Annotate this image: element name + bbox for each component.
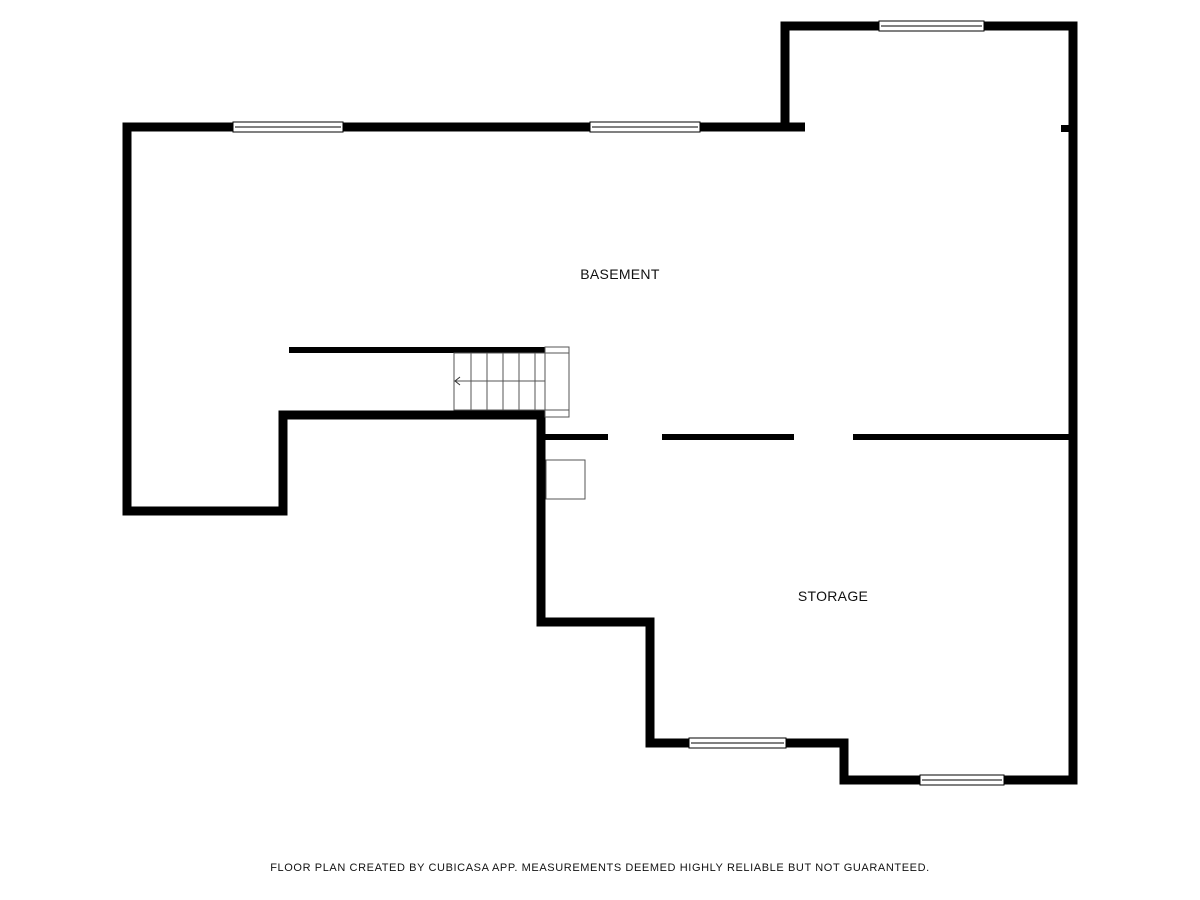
room-label-storage: STORAGE [798,588,868,604]
basement-outer-wall [122,21,1078,785]
storage-fixture [545,459,586,500]
window-bottom-left [688,737,787,749]
window-top-right [878,20,985,32]
window-top-left [232,121,344,133]
wall-notch [1061,125,1071,132]
staircase [453,346,570,418]
window-bottom-right [919,774,1005,786]
stair-direction-arrow-icon [454,376,461,386]
disclaimer-text: FLOOR PLAN CREATED BY CUBICASA APP. MEAS… [270,862,930,874]
window-top-middle [589,121,701,133]
room-label-basement: BASEMENT [580,266,660,282]
